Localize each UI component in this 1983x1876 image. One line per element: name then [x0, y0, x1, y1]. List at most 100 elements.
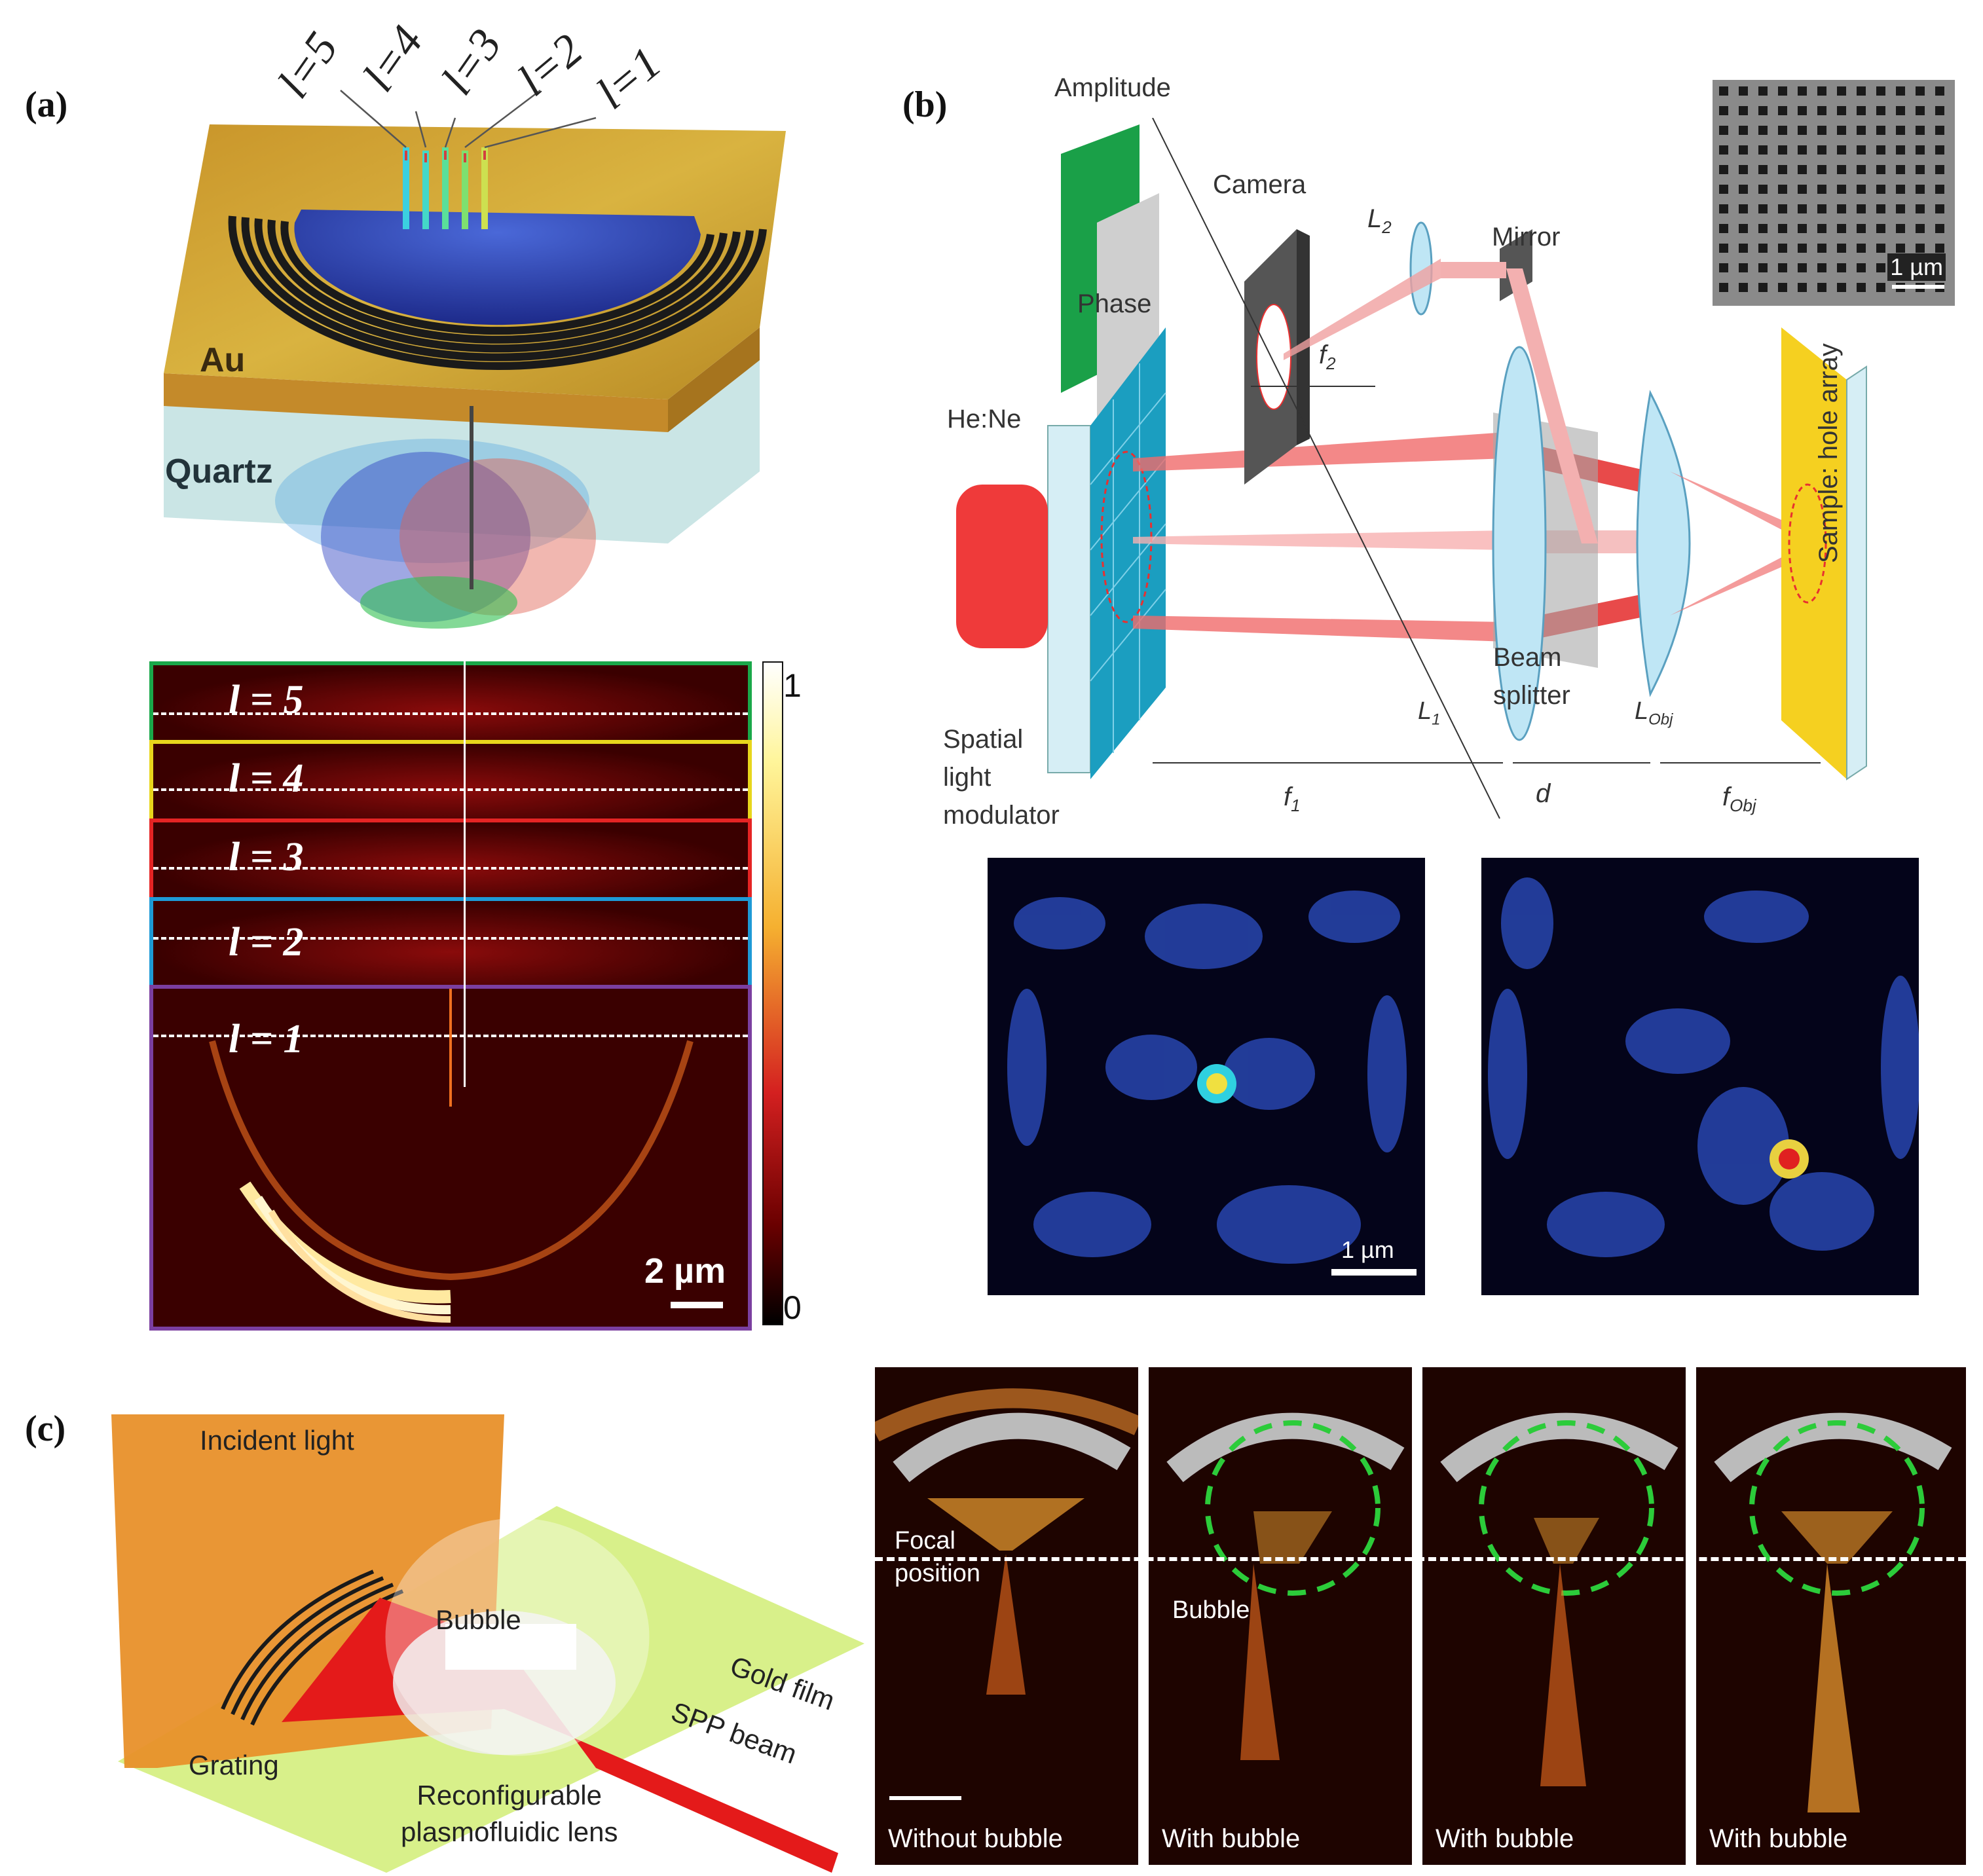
map-l3: l = 3 — [149, 818, 752, 902]
sem-hole — [1876, 283, 1885, 292]
panel-b-optical-setup — [943, 117, 1965, 825]
sem-hole — [1798, 263, 1807, 272]
lens-label: Reconfigurable plasmofluidic lens — [401, 1777, 618, 1850]
au-layer-label: Au — [200, 341, 246, 379]
sem-hole — [1916, 185, 1925, 194]
sem-hole — [1778, 224, 1787, 233]
l1-label: L1 — [1418, 697, 1441, 729]
slm-line: Spatial — [943, 725, 1024, 754]
sem-hole — [1798, 185, 1807, 194]
f1-label: f1 — [1284, 782, 1301, 816]
sem-hole — [1896, 165, 1905, 174]
sem-hole — [1916, 244, 1925, 253]
sem-hole — [1798, 204, 1807, 213]
l2-label: L2 — [1367, 204, 1392, 238]
mirror-label: Mirror — [1492, 223, 1561, 251]
sem-hole — [1876, 126, 1885, 135]
sem-hole — [1817, 86, 1826, 96]
sem-hole — [1935, 185, 1944, 194]
d-label: d — [1536, 779, 1551, 808]
sem-hole — [1837, 224, 1846, 233]
sem-hole — [1739, 126, 1748, 135]
frame-label: With bubble — [1436, 1824, 1574, 1853]
sem-hole — [1857, 204, 1866, 213]
sem-hole — [1719, 244, 1728, 253]
frame-scalebar — [889, 1796, 961, 1800]
frame-2: Bubble With bubble — [1149, 1367, 1412, 1865]
f2-sub: 2 — [1326, 354, 1336, 373]
sem-hole — [1758, 126, 1768, 135]
panel-a-intensity-maps: l = 5 l = 4 l = 3 l = 2 — [149, 661, 752, 1331]
field-map-left: 1 µm — [988, 858, 1425, 1295]
grating-label: Grating — [189, 1750, 279, 1780]
sem-hole — [1758, 145, 1768, 155]
sem-hole — [1935, 106, 1944, 115]
sem-hole — [1896, 106, 1905, 115]
l1-main: L — [1418, 697, 1432, 725]
sem-hole — [1876, 224, 1885, 233]
panel-c-illustration — [98, 1401, 864, 1873]
bubble-arrow-label: Bubble — [1172, 1596, 1250, 1624]
map-l4: l = 4 — [149, 740, 752, 824]
map-label: l = 3 — [229, 835, 304, 879]
sem-hole — [1739, 86, 1748, 96]
order-label: l=3 — [432, 20, 512, 104]
focal-label: Focal position — [895, 1524, 980, 1590]
lobj-main: L — [1635, 697, 1649, 725]
order-labels-top: l=5 l=4 l=3 l=2 l=1 — [269, 17, 681, 119]
sem-hole — [1857, 126, 1866, 135]
sample-label: Sample: hole array — [1814, 343, 1843, 563]
sem-hole — [1778, 126, 1787, 135]
sem-hole — [1798, 224, 1807, 233]
phase-label: Phase — [1077, 289, 1152, 318]
sem-hole — [1817, 106, 1826, 115]
camera-label: Camera — [1213, 170, 1307, 199]
scalebar-label: 2 µm — [644, 1251, 726, 1291]
quartz-layer-label: Quartz — [165, 452, 273, 490]
sem-hole — [1778, 244, 1787, 253]
f1-sub: 1 — [1291, 796, 1301, 815]
panel-a-label: (a) — [25, 84, 68, 125]
frame-3: With bubble — [1422, 1367, 1686, 1865]
sem-hole — [1798, 126, 1807, 135]
focal-position-line — [875, 1557, 1966, 1561]
slm-label: Spatial light modulator — [943, 720, 1060, 834]
sem-hole — [1916, 126, 1925, 135]
colorbar-min: 0 — [783, 1289, 802, 1326]
sem-hole — [1837, 145, 1846, 155]
sem-hole — [1837, 185, 1846, 194]
sem-hole — [1758, 165, 1768, 174]
sem-hole — [1719, 165, 1728, 174]
map-label: l = 4 — [229, 756, 304, 801]
sem-hole — [1876, 204, 1885, 213]
sem-hole — [1916, 204, 1925, 213]
sem-hole — [1837, 204, 1846, 213]
sem-hole — [1778, 145, 1787, 155]
sem-hole — [1778, 86, 1787, 96]
sem-hole — [1778, 185, 1787, 194]
panel-c-frames: Focal position Without bubble Bubble Wit… — [875, 1367, 1966, 1865]
sem-hole — [1719, 145, 1728, 155]
sem-hole — [1739, 204, 1748, 213]
l1-sub: 1 — [1432, 710, 1441, 729]
sem-hole — [1896, 86, 1905, 96]
sem-hole — [1896, 145, 1905, 155]
sem-hole — [1758, 204, 1768, 213]
f2-main: f — [1319, 340, 1327, 369]
sem-hole — [1896, 244, 1905, 253]
incident-light-label: Incident light — [200, 1425, 354, 1456]
sem-hole — [1817, 185, 1826, 194]
map-l1: l = 1 2 µm — [149, 985, 752, 1331]
sem-hole — [1935, 126, 1944, 135]
sem-hole — [1837, 263, 1846, 272]
sem-hole — [1916, 86, 1925, 96]
beam-splitter-label: Beam splitter — [1493, 638, 1570, 714]
sem-hole — [1935, 204, 1944, 213]
sem-hole — [1739, 106, 1748, 115]
sem-hole — [1896, 224, 1905, 233]
order-label: l=2 — [508, 24, 593, 106]
sem-hole — [1876, 106, 1885, 115]
map-l5: l = 5 — [149, 661, 752, 745]
focal-line: Focal — [895, 1527, 955, 1554]
sem-hole — [1778, 204, 1787, 213]
